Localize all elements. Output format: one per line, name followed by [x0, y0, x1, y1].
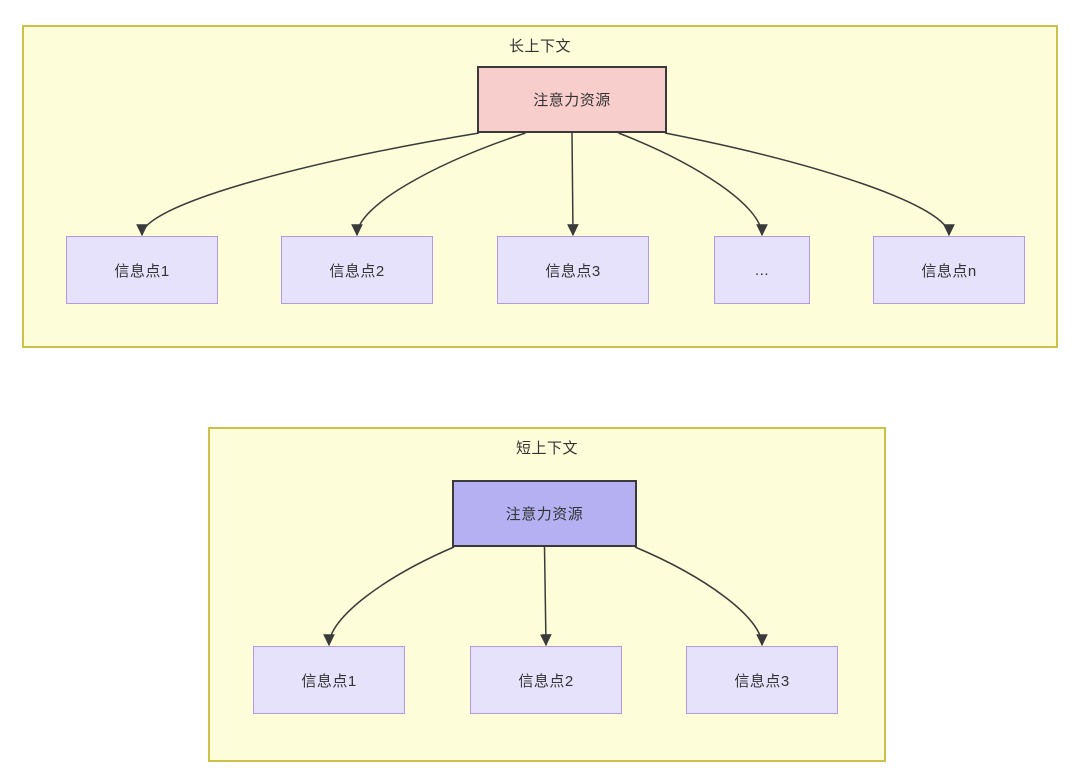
node-label: 信息点n	[921, 262, 977, 280]
node-label: 信息点3	[545, 262, 601, 280]
node-label: 注意力资源	[505, 506, 584, 523]
node-attention-resource-short[interactable]: 注意力资源	[452, 480, 637, 547]
node-label: 注意力资源	[533, 92, 611, 109]
group-long-context-title: 长上下文	[508, 38, 571, 55]
group-short-context-title: 短上下文	[515, 440, 578, 457]
node-label: 信息点1	[114, 262, 170, 280]
node-info-point-2-short[interactable]: 信息点2	[470, 646, 622, 714]
node-info-point-2-long[interactable]: 信息点2	[281, 236, 433, 304]
node-label: 信息点1	[301, 672, 357, 690]
node-label: 信息点2	[518, 672, 574, 690]
node-label: 信息点3	[734, 672, 790, 690]
node-info-point-1-short[interactable]: 信息点1	[253, 646, 405, 714]
node-attention-resource-long[interactable]: 注意力资源	[477, 66, 667, 133]
node-label: 信息点2	[329, 262, 385, 280]
node-info-point-n-long[interactable]: 信息点n	[873, 236, 1025, 304]
node-info-point-3-short[interactable]: 信息点3	[686, 646, 838, 714]
node-info-point-ellipsis-long[interactable]: ...	[714, 236, 810, 304]
node-info-point-1-long[interactable]: 信息点1	[66, 236, 218, 304]
node-info-point-3-long[interactable]: 信息点3	[497, 236, 649, 304]
node-label: ...	[754, 261, 769, 279]
